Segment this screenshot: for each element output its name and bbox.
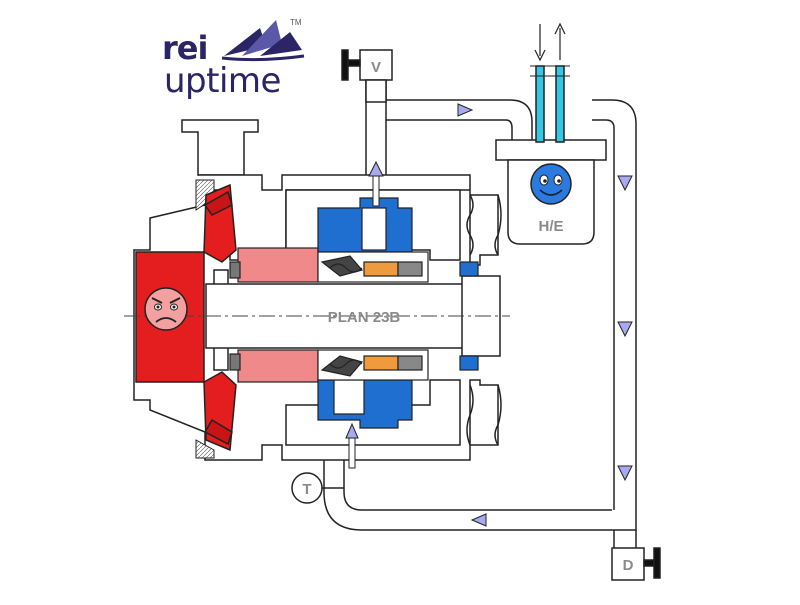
sails-logo-icon [221,20,305,62]
trademark-mark: TM [290,18,302,27]
seal-chamber [229,247,319,383]
rei-uptime-logo: TM rei uptime [162,18,312,108]
brand-bottom: uptime [164,61,281,101]
flow-arrow-down-1 [617,175,633,192]
heat-exchanger [495,22,607,245]
flow-arrow-left [470,513,487,527]
vent-valve-label: V [371,59,381,76]
seal-gland [317,197,479,429]
brand-top: rei [162,29,208,67]
thermometer-label: T [302,481,311,498]
flow-arrow-down-2 [617,321,633,338]
thermometer [291,472,344,504]
drain-valve-label: D [623,557,634,574]
happy-face-icon [530,163,572,205]
flow-arrow-down-3 [617,465,633,482]
shaft [124,275,510,357]
plan-label: PLAN 23B [328,309,401,326]
flow-arrow-right [457,103,474,117]
angry-face-icon [144,287,188,331]
vent-valve [341,49,393,103]
flow-arrows [345,103,633,527]
heat-exchanger-label: H/E [538,218,563,235]
drain-valve [611,547,661,581]
